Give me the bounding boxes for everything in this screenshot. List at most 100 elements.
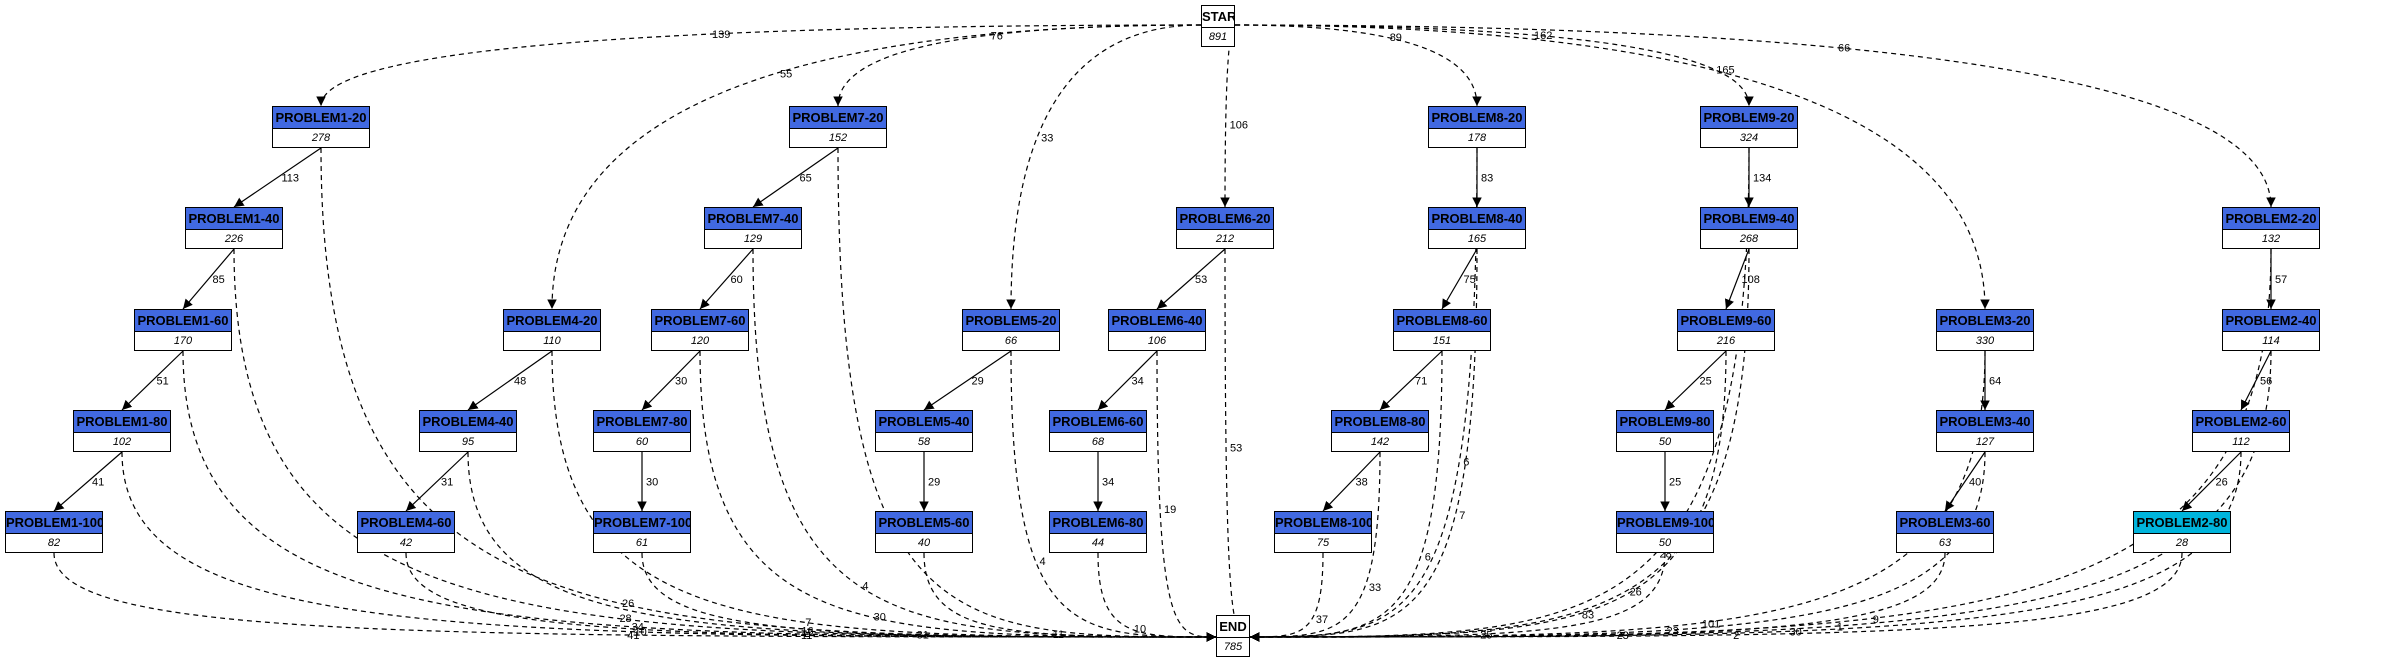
edge-label: 26	[2216, 477, 2228, 489]
edge-start-to-p4_20	[547, 24, 1202, 310]
node-count: 212	[1215, 233, 1235, 245]
node-label: PROBLEM2-80	[2134, 512, 2230, 534]
node-label: PROBLEM1-80	[74, 411, 170, 433]
edge-label: 4	[1039, 556, 1045, 568]
edge-p5_60-to-end	[923, 552, 1217, 642]
node-p9-40: PROBLEM9-40 268	[1700, 207, 1798, 249]
edge-p9_60-to-p9_80	[1664, 350, 1727, 411]
node-count: 165	[1467, 233, 1487, 245]
node-count: 268	[1739, 233, 1759, 245]
edge-p9_40-to-end	[1249, 248, 1750, 642]
edge-label: 33	[1041, 132, 1053, 144]
node-p7-60: PROBLEM7-60 120	[651, 309, 749, 351]
edge-label: 83	[1582, 609, 1594, 621]
edge-p8_80-to-p8_100	[1322, 451, 1381, 512]
edge-label: 10	[1134, 623, 1146, 635]
node-label: PROBLEM2-20	[2223, 208, 2319, 230]
edge-label: 25	[1669, 477, 1681, 489]
edge-label: 51	[157, 376, 169, 388]
edge-p1_60-to-end	[182, 350, 1217, 642]
node-p4-20: PROBLEM4-20 110	[503, 309, 601, 351]
node-label: PROBLEM3-60	[1897, 512, 1993, 534]
edge-p9_100-to-end	[1249, 552, 1666, 642]
edge-label: 34	[632, 621, 644, 633]
node-label: PROBLEM4-60	[358, 512, 454, 534]
node-count: 170	[173, 335, 193, 347]
edge-p4_20-to-p4_40	[467, 350, 553, 411]
node-label: PROBLEM7-60	[652, 310, 748, 332]
edge-label: 34	[1102, 477, 1114, 489]
edge-label: 66	[1838, 42, 1850, 54]
edge-p1_80-to-p1_100	[53, 451, 123, 512]
node-p5-60: PROBLEM5-60 40	[875, 511, 973, 553]
edge-label: 25	[1700, 376, 1712, 388]
edge-label: 38	[1356, 477, 1368, 489]
edge-p6_40-to-p6_60	[1097, 350, 1158, 411]
node-count: 66	[1004, 335, 1018, 347]
edge-label: 30	[646, 477, 658, 489]
node-count: 114	[2262, 335, 2280, 347]
node-label: PROBLEM7-40	[705, 208, 801, 230]
node-count: 151	[1432, 335, 1452, 347]
node-label: PROBLEM1-100	[6, 512, 102, 534]
node-count: 102	[112, 436, 132, 448]
edge-label: 89	[1390, 32, 1402, 44]
edge-p2_40-to-end	[1249, 350, 2272, 642]
edge-label: 57	[2275, 274, 2287, 286]
edge-label: 53	[1230, 442, 1242, 454]
node-label: PROBLEM6-20	[1177, 208, 1273, 230]
node-count: 40	[917, 537, 931, 549]
node-p1-80: PROBLEM1-80 102	[73, 410, 171, 452]
edge-label: 11	[1053, 629, 1064, 641]
edge-label: 41	[627, 630, 639, 642]
edge-label: 26	[622, 598, 634, 610]
edge-label: 139	[712, 29, 730, 41]
node-count: 152	[828, 132, 848, 144]
edge-p1_100-to-end	[53, 552, 1217, 642]
edge-start-to-p8_20	[1234, 24, 1482, 107]
edge-p8_100-to-end	[1249, 552, 1324, 642]
node-count: 82	[47, 537, 61, 549]
edge-label: 4	[862, 580, 868, 592]
edge-label: 64	[1989, 376, 2001, 388]
edge-label: 28	[619, 613, 631, 625]
node-label: PROBLEM7-80	[594, 411, 690, 433]
node-count: 61	[635, 537, 649, 549]
node-count: 50	[1658, 537, 1672, 549]
node-count: 110	[543, 335, 561, 347]
node-label: PROBLEM6-60	[1050, 411, 1146, 433]
edge-label: 30	[675, 376, 687, 388]
node-count: 216	[1716, 335, 1736, 347]
edge-label: 31	[917, 630, 929, 642]
node-label: PROBLEM5-60	[876, 512, 972, 534]
edge-p9_40-to-p9_60	[1724, 248, 1750, 310]
node-count: 120	[690, 335, 710, 347]
edge-p3_20-to-end	[1249, 350, 1986, 642]
node-p6-20: PROBLEM6-20 212	[1176, 207, 1274, 249]
node-label: PROBLEM4-20	[504, 310, 600, 332]
edge-p8_60-to-end	[1249, 350, 1443, 642]
node-count: 891	[1208, 31, 1228, 43]
node-count: 127	[1975, 436, 1995, 448]
edge-label: 26	[1630, 586, 1642, 598]
edge-p7_40-to-end	[752, 248, 1217, 642]
edge-label: 48	[514, 376, 526, 388]
edge-start-to-p1_20	[316, 24, 1202, 107]
edge-label: 31	[441, 477, 453, 489]
edge-label: 1	[1837, 621, 1843, 633]
node-label: PROBLEM9-40	[1701, 208, 1797, 230]
edge-p5_20-to-p5_40	[923, 350, 1012, 411]
edge-label: 71	[1415, 376, 1427, 388]
edge-p6_80-to-end	[1097, 552, 1217, 642]
node-count: 112	[2232, 436, 2250, 448]
edge-p4_20-to-end	[551, 350, 1217, 642]
